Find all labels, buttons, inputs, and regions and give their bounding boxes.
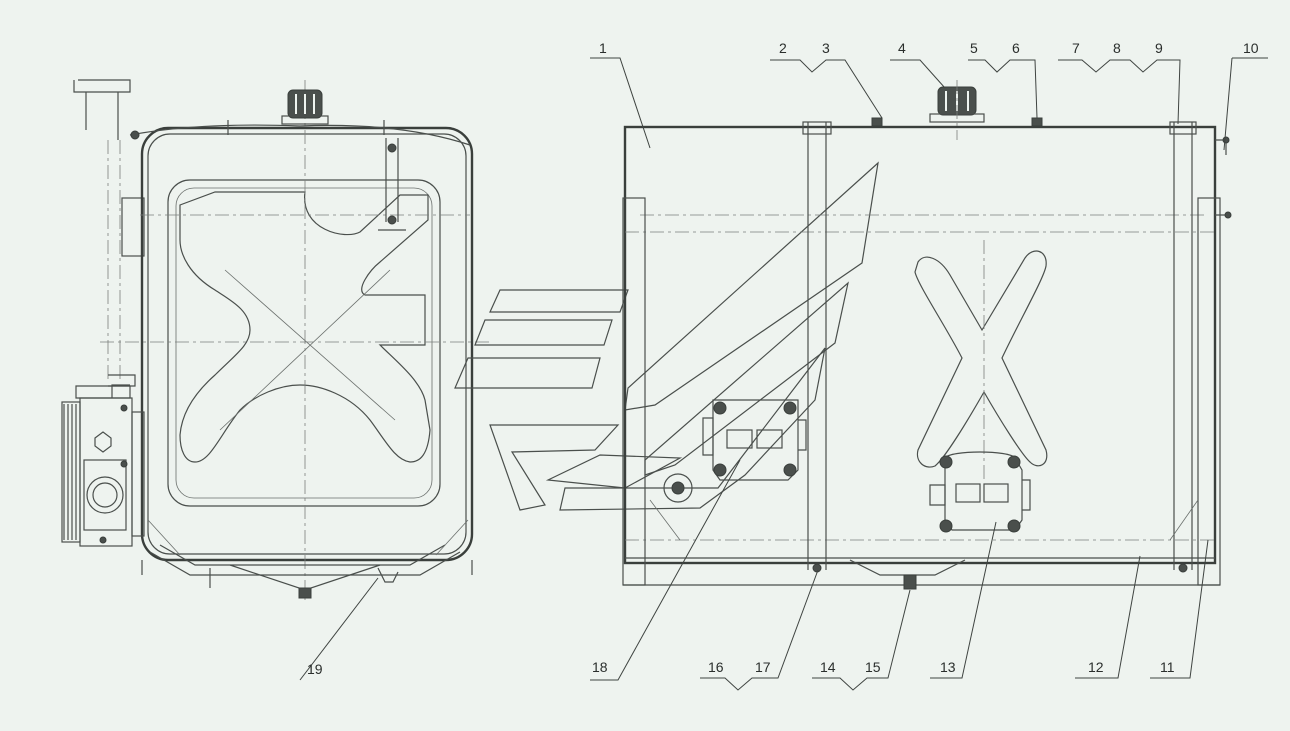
filler-pipe (73, 79, 131, 140)
callout-14: 14 (820, 659, 836, 675)
callout-2: 2 (779, 40, 787, 56)
left-saddle (622, 197, 646, 586)
callout-5: 5 (970, 40, 978, 56)
callout-16: 16 (708, 659, 724, 675)
right-saddle (1197, 197, 1221, 586)
tank-side-view (622, 80, 1232, 590)
tank-shell-outer (140, 126, 474, 562)
tank-inner-panel (167, 179, 441, 507)
leader-lines (299, 57, 1268, 691)
drain-fitting (663, 473, 693, 503)
strap-left (802, 121, 832, 573)
pump-assembly (61, 384, 145, 547)
bracket-plate (121, 197, 145, 257)
callout-17: 17 (755, 659, 771, 675)
callout-labels: 1 2 3 4 5 6 7 8 9 10 11 12 13 14 15 16 1… (307, 40, 1259, 677)
drain-plug (298, 587, 312, 599)
callout-4: 4 (898, 40, 906, 56)
strap-right (1169, 121, 1197, 573)
tank-shell-side (623, 125, 1217, 565)
callout-8: 8 (1113, 40, 1121, 56)
callout-6: 6 (1012, 40, 1020, 56)
x-stiffener (179, 191, 431, 463)
x-stiffener-side (914, 250, 1048, 468)
callout-9: 9 (1155, 40, 1163, 56)
callout-12: 12 (1088, 659, 1104, 675)
callout-1: 1 (599, 40, 607, 56)
drain-plug-side (903, 574, 917, 590)
callout-7: 7 (1072, 40, 1080, 56)
tank-end-view (61, 79, 490, 600)
callout-3: 3 (822, 40, 830, 56)
callout-10: 10 (1243, 40, 1259, 56)
inspection-cover-left (702, 399, 807, 481)
inspection-cover-right (929, 451, 1031, 533)
callout-15: 15 (865, 659, 881, 675)
callout-18: 18 (592, 659, 608, 675)
bottom-sump (159, 544, 446, 566)
callout-11: 11 (1160, 659, 1175, 675)
callout-13: 13 (940, 659, 956, 675)
callout-19: 19 (307, 661, 323, 677)
